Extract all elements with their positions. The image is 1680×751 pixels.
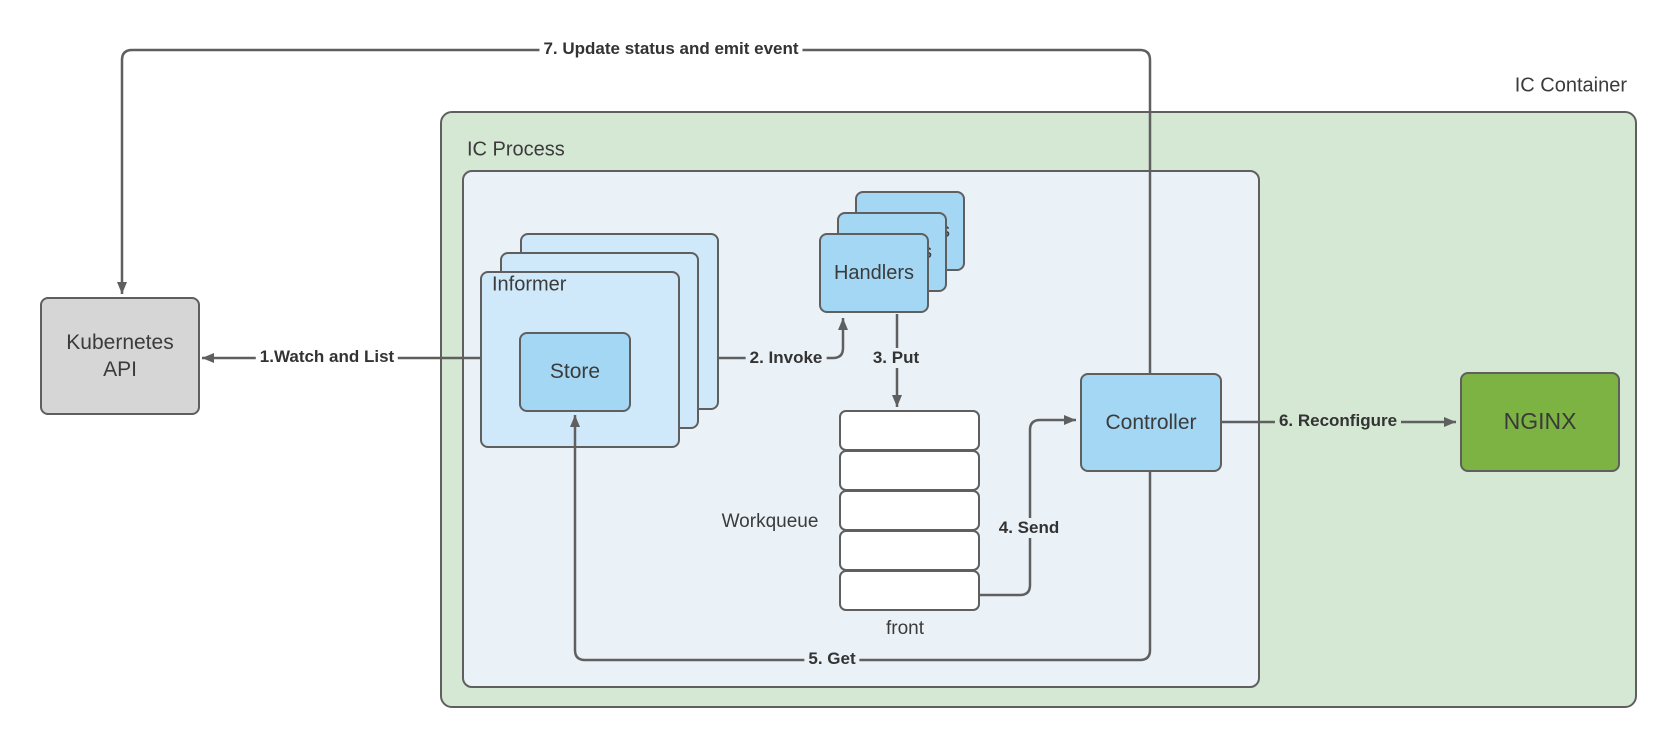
edge-label-send: 4. Send: [994, 518, 1064, 538]
workqueue-cell: [839, 410, 980, 451]
edge-label-reconfigure: 6. Reconfigure: [1274, 411, 1402, 431]
nginx-label: NGINX: [1503, 408, 1577, 435]
ic-process-label: IC Process: [467, 138, 565, 161]
workqueue-cell: [839, 450, 980, 491]
edge-label-invoke: 2. Invoke: [745, 348, 827, 368]
workqueue-cell: [839, 490, 980, 531]
controller-label: Controller: [1105, 410, 1197, 434]
workqueue-front-label: front: [885, 618, 925, 639]
kubernetes-api-node: Kubernetes API: [40, 297, 200, 415]
controller-node: Controller: [1080, 373, 1222, 472]
edge-label-update-status: 7. Update status and emit event: [539, 39, 803, 59]
store-label: Store: [549, 360, 601, 384]
edge-label-put: 3. Put: [868, 348, 924, 368]
nginx-node: NGINX: [1460, 372, 1620, 472]
ic-container-label: IC Container: [1514, 74, 1627, 97]
handlers-label: Handlers: [833, 262, 915, 284]
kubernetes-api-label: Kubernetes API: [66, 330, 174, 381]
workqueue-cell: [839, 570, 980, 611]
workqueue-cell: [839, 530, 980, 571]
edge-label-get: 5. Get: [804, 649, 860, 669]
store-node: Store: [519, 332, 631, 412]
handlers-node: Handlers: [819, 233, 929, 313]
informer-label: Informer: [492, 273, 567, 296]
edge-label-watch-and-list: 1.Watch and List: [255, 347, 399, 367]
workqueue-label: Workqueue: [721, 511, 819, 532]
